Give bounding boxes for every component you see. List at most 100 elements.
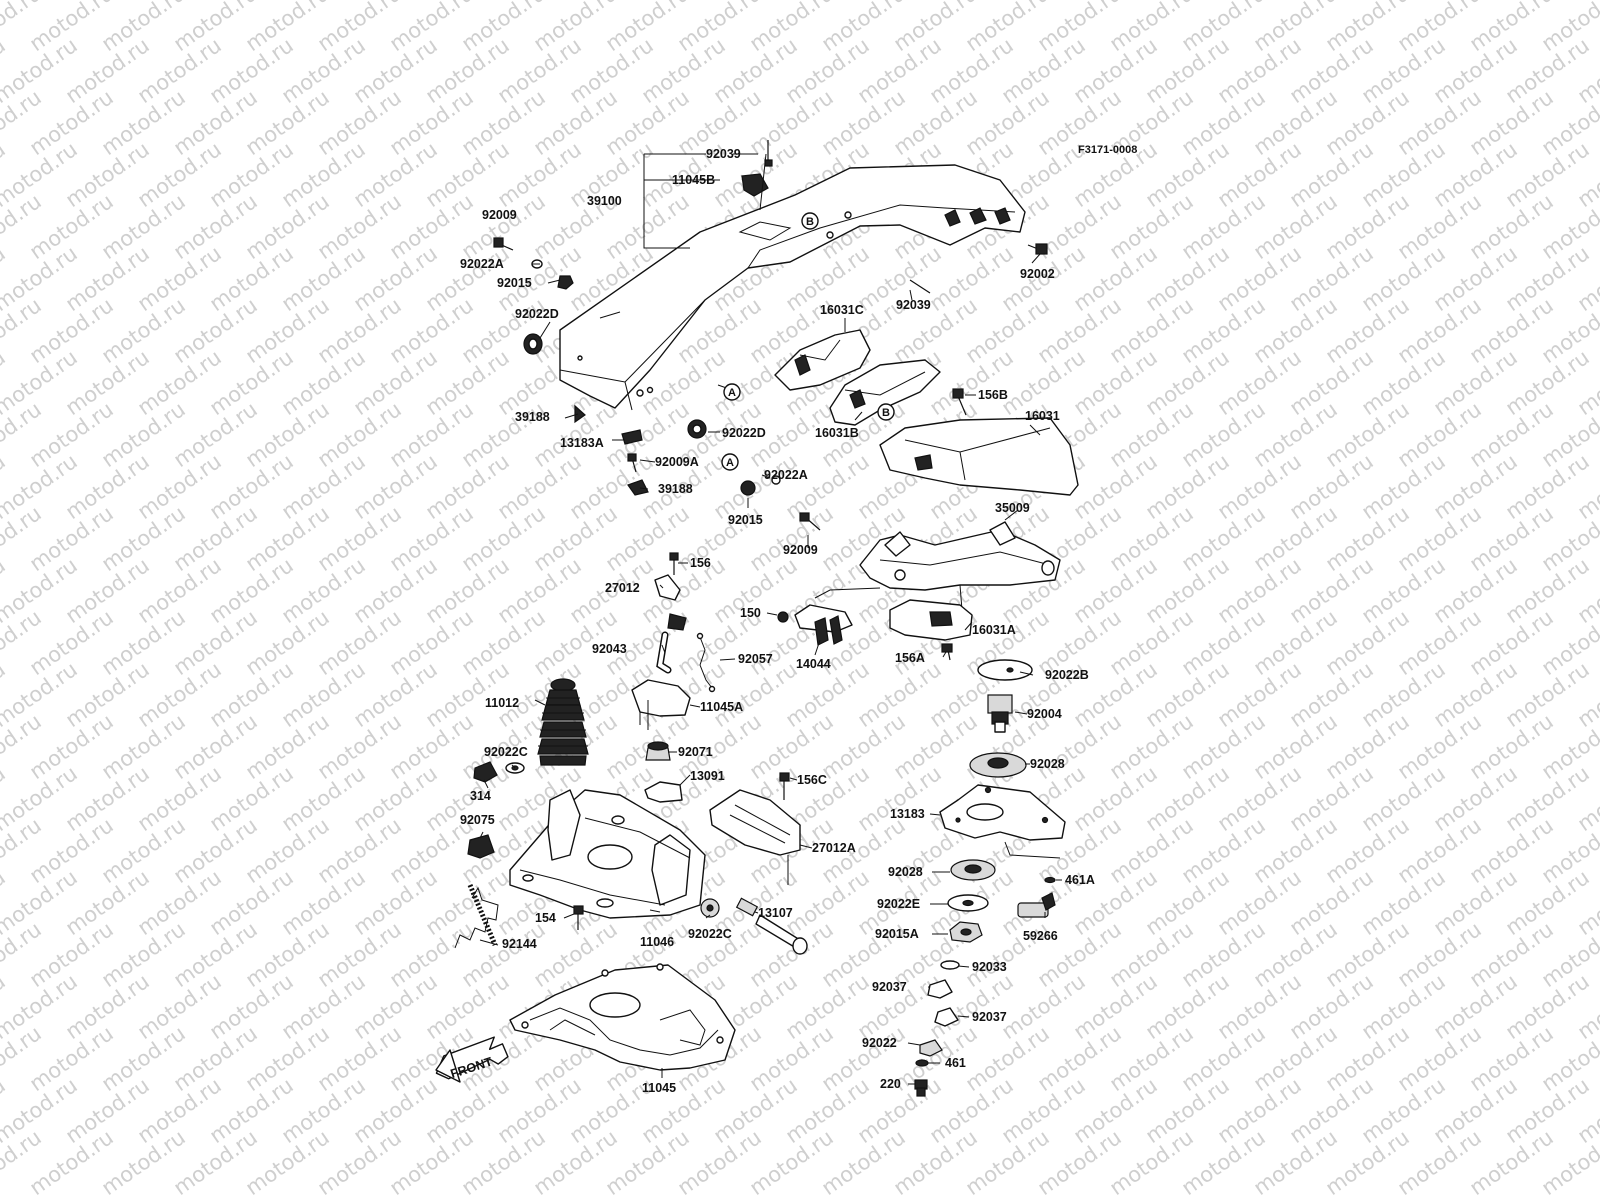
part-label-16031: 16031 (1025, 409, 1060, 423)
part-label-92028-lower: 92028 (888, 865, 923, 879)
part-label-11045A: 11045A (700, 700, 743, 714)
part-label-92022C-left: 92022C (484, 745, 528, 759)
spring-92144 (454, 884, 499, 949)
part-label-16031C: 16031C (820, 303, 864, 317)
ref-mark-b-lower (877, 403, 895, 421)
duct-parts-16031 (774, 329, 941, 426)
clip-14044 (777, 604, 853, 646)
part-labels: F3171-0008 92039 11045B 39100 92009 9202… (449, 144, 1138, 1095)
plate-13183 (939, 784, 1066, 859)
watermark-text: motod.ru (1573, 0, 1600, 4)
front-arrow (435, 1036, 509, 1083)
part-label-11012: 11012 (485, 696, 519, 710)
part-label-13091: 13091 (690, 769, 725, 783)
bolt-and-pin (573, 897, 808, 955)
figure-code: F3171-0008 (1078, 144, 1137, 156)
ref-mark-a-upper-label: A (728, 387, 736, 399)
ref-mark-a-lower-label: A (726, 457, 734, 469)
part-label-92002: 92002 (1020, 267, 1055, 281)
cover-fasteners (493, 140, 1048, 531)
ref-mark-b-upper (801, 212, 819, 230)
part-label-92057: 92057 (738, 652, 773, 666)
part-label-92015-top: 92015 (497, 276, 532, 290)
base-plate-11046 (509, 789, 706, 919)
part-label-92009-mid: 92009 (783, 543, 818, 557)
part-label-27012A: 27012A (812, 841, 856, 855)
part-label-92022A-mid: 92022A (764, 468, 808, 482)
part-label-92015A: 92015A (875, 927, 919, 941)
frame-part-35009 (814, 521, 1061, 611)
part-label-92022D-top: 92022D (515, 307, 559, 321)
part-label-154: 154 (535, 911, 556, 925)
part-label-220: 220 (880, 1077, 901, 1091)
ref-mark-a-lower (721, 453, 739, 471)
washer-92028-upper (969, 752, 1027, 778)
clamp-11045A (631, 679, 691, 730)
part-label-27012: 27012 (605, 581, 640, 595)
part-label-92071: 92071 (678, 745, 713, 759)
part-label-92015-mid: 92015 (728, 513, 763, 527)
grommet-92071 (644, 741, 790, 803)
bellows-11012 (537, 678, 589, 766)
part-label-92022B: 92022B (1045, 668, 1089, 682)
ref-mark-a-upper (723, 383, 741, 401)
nut-314 (473, 761, 525, 783)
part-label-92009A: 92009A (655, 455, 699, 469)
part-label-92043: 92043 (592, 642, 627, 656)
cover-part-39100 (559, 164, 1026, 411)
part-label-13183: 13183 (890, 807, 925, 821)
part-label-39100: 39100 (587, 194, 622, 208)
small-fittings (914, 960, 960, 1097)
part-label-59266: 59266 (1023, 929, 1058, 943)
part-label-39188-top: 39188 (515, 410, 550, 424)
part-label-156B: 156B (978, 388, 1008, 402)
bracket-27012 (654, 552, 681, 601)
bushing-92075 (467, 834, 495, 859)
elbow-59266 (1017, 876, 1056, 918)
part-label-92022A-top: 92022A (460, 257, 504, 271)
lower-bracket-11045 (509, 963, 736, 1071)
washer-stack-lower (947, 859, 996, 943)
washer-92022B (977, 659, 1033, 681)
part-label-14044: 14044 (796, 657, 831, 671)
part-label-11045: 11045 (642, 1081, 676, 1095)
part-label-461: 461 (945, 1056, 966, 1070)
hose-92043 (656, 613, 716, 693)
reference-marks: A A B B (721, 212, 895, 471)
ref-mark-b-lower-label: B (882, 407, 890, 419)
part-label-156C: 156C (797, 773, 827, 787)
leader-lines (479, 153, 1062, 1085)
bracket-27012A (709, 789, 801, 885)
part-label-150: 150 (740, 606, 761, 620)
part-label-13183A: 13183A (560, 436, 604, 450)
part-label-92144: 92144 (502, 937, 537, 951)
part-label-16031A: 16031A (972, 623, 1016, 637)
part-label-92037-left: 92037 (872, 980, 907, 994)
part-label-92033: 92033 (972, 960, 1007, 974)
part-label-13107: 13107 (758, 906, 793, 920)
part-label-92022: 92022 (862, 1036, 897, 1050)
part-drawings (435, 140, 1079, 1097)
part-label-11046: 11046 (640, 935, 674, 949)
part-label-11045B: 11045B (672, 173, 715, 187)
part-label-314: 314 (470, 789, 491, 803)
part-label-92022C-right: 92022C (688, 927, 732, 941)
part-label-461A: 461A (1065, 873, 1095, 887)
part-label-92037-right: 92037 (972, 1010, 1007, 1024)
part-label-92028-upper: 92028 (1030, 757, 1065, 771)
part-label-92022E: 92022E (877, 897, 920, 911)
ref-mark-b-upper-label: B (806, 216, 814, 228)
part-label-92004: 92004 (1027, 707, 1062, 721)
part-label-16031B: 16031B (815, 426, 859, 440)
part-label-35009: 35009 (995, 501, 1030, 515)
part-label-39188-mid: 39188 (658, 482, 693, 496)
side-panel-16031 (879, 388, 1079, 496)
part-label-92022D-mid: 92022D (722, 426, 766, 440)
part-label-92009-top: 92009 (482, 208, 517, 222)
part-label-92075: 92075 (460, 813, 495, 827)
part-label-156A: 156A (895, 651, 925, 665)
part-label-156: 156 (690, 556, 711, 570)
block-16031A (889, 599, 973, 661)
